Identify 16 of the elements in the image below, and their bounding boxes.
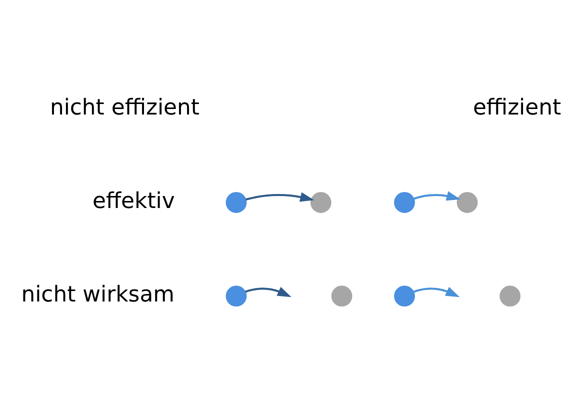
label: nicht effizient <box>50 94 200 120</box>
node-circle <box>226 192 247 212</box>
label: nicht wirksam <box>21 282 174 308</box>
node-circle <box>394 192 415 212</box>
node-circle <box>500 285 520 306</box>
node-circle <box>456 192 478 212</box>
node-circle <box>331 285 352 306</box>
label: effizient <box>472 94 562 120</box>
arrow <box>414 190 461 200</box>
arrow <box>246 192 314 202</box>
arrow <box>244 286 292 297</box>
label: effektiv <box>92 188 175 214</box>
node-circle <box>394 285 415 306</box>
arrow <box>413 286 460 297</box>
node-circle <box>226 285 247 306</box>
node-circle <box>310 192 332 212</box>
